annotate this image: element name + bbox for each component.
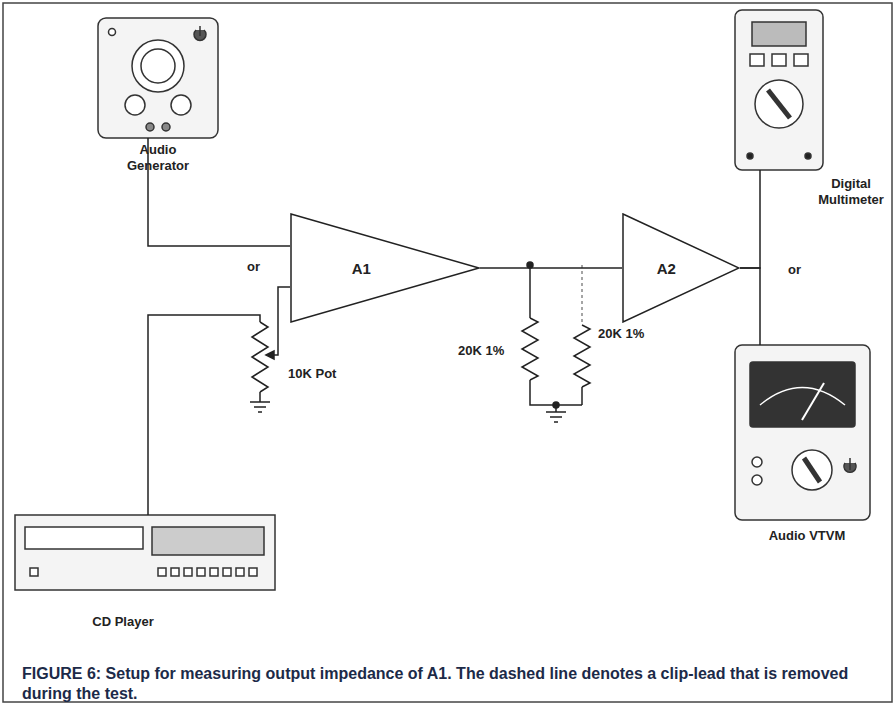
cd-player-icon [15,515,275,590]
amplifier-triangle: A1 [290,213,480,323]
pot-wiring [148,287,290,515]
device-label: Audio Generator [113,142,203,174]
device-label: Audio VTVM [768,528,846,544]
clip-lead [581,265,583,325]
device-label: CD Player [88,614,158,630]
load-resistors [522,262,590,422]
amplifier-triangle: A2 [622,213,740,323]
amplifier-name: A1 [352,260,371,277]
amplifier-name: A2 [657,260,676,277]
vtvm-icon [735,345,870,520]
signal-wire [740,170,760,268]
component-label: 10K Pot [286,366,338,381]
ground-symbol [546,405,566,422]
signal-source: CD Player [15,515,275,590]
or-label: or [786,262,803,277]
signal-wire [740,268,760,345]
amplifier-outline [622,213,740,323]
resistor-symbol [574,325,590,387]
component-label: 20K 1% [596,326,646,341]
component-label: 20K 1% [456,343,506,358]
meter: Digital Multimeter [735,10,823,170]
audio-generator-icon [98,18,218,138]
device-label: Digital Multimeter [815,176,887,208]
potentiometer-symbol [252,322,268,392]
meter: Audio VTVM [735,345,870,520]
figure-caption: FIGURE 6: Setup for measuring output imp… [22,664,872,704]
signal-source: Audio Generator [98,18,218,138]
frame [3,3,892,702]
resistor-symbol [522,318,538,380]
or-label: or [245,259,262,274]
multimeter-icon [735,10,823,170]
signal-wire [480,268,622,269]
amplifier-outline [290,213,480,323]
